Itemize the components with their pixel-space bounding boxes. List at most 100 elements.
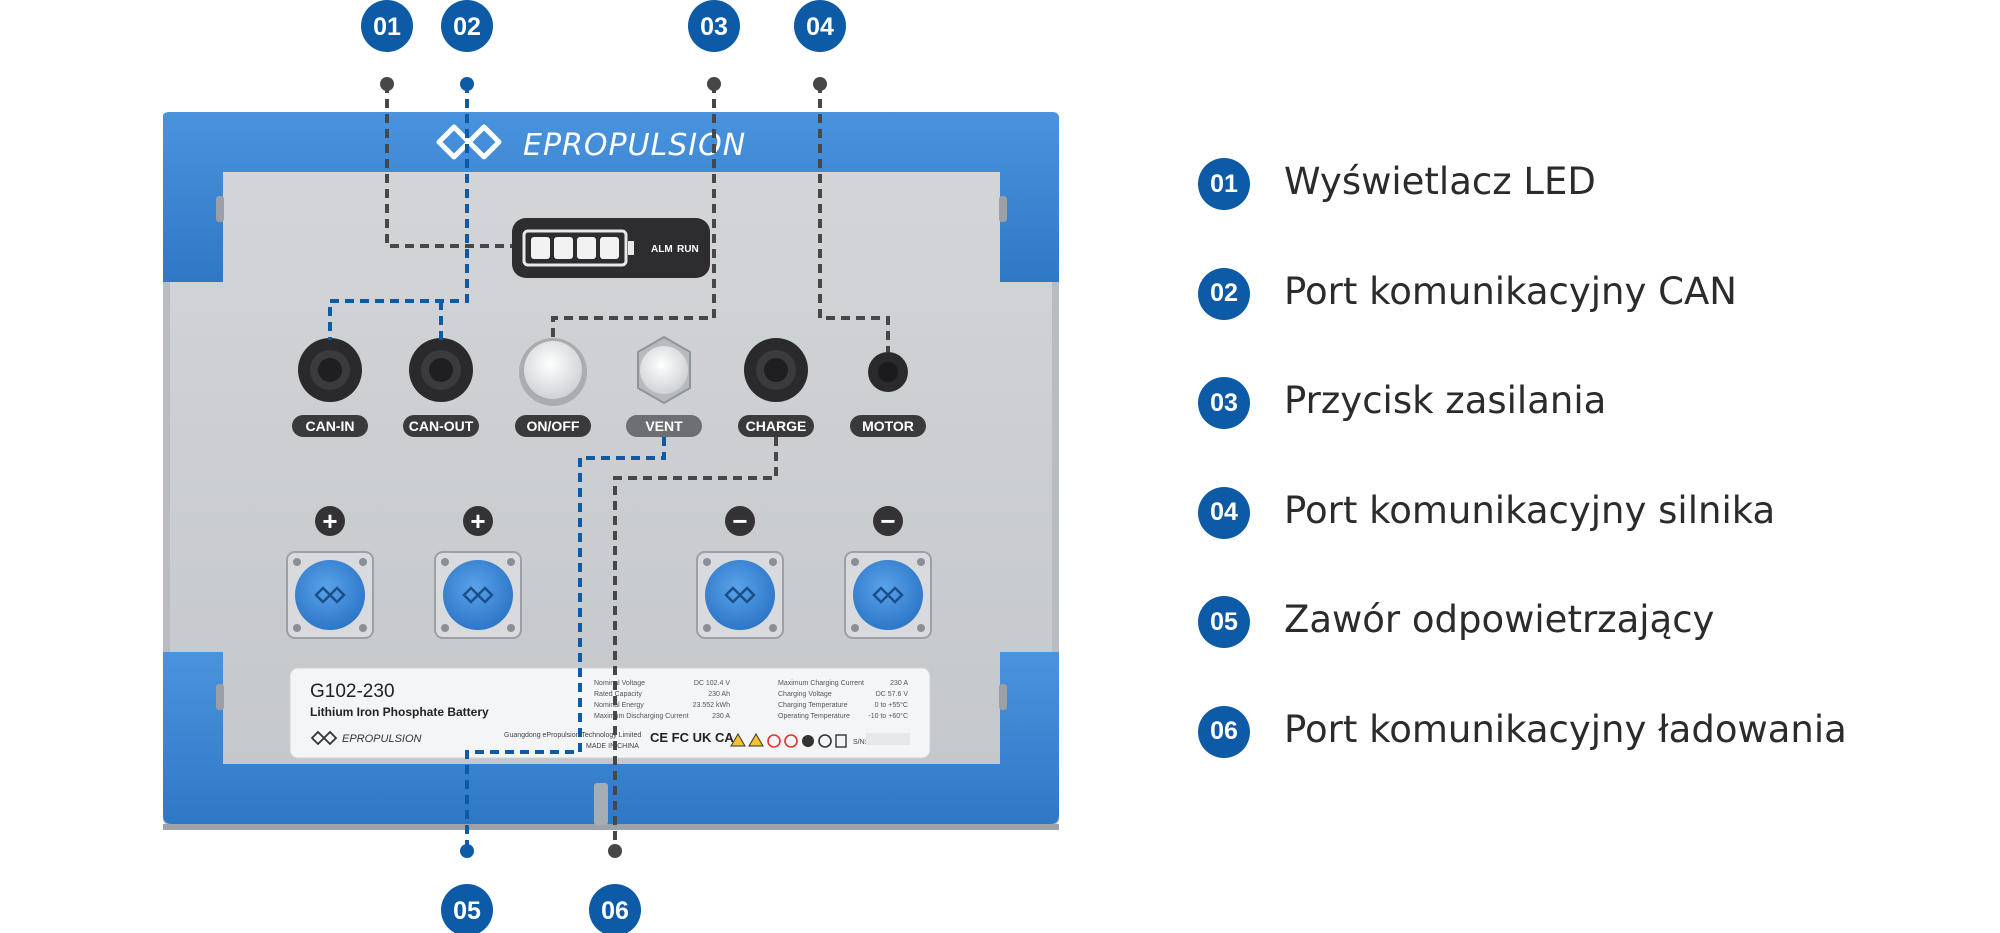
nameplate-made-in: MADE IN CHINA	[586, 743, 639, 750]
led-segment-1	[531, 237, 550, 259]
legend-number: 06	[1198, 705, 1250, 758]
terminal-sign: +	[470, 506, 485, 536]
port-label-on-off: ON/OFF	[527, 418, 580, 434]
serial-label: S/N:	[853, 739, 867, 746]
spec-name: Nominal Energy	[594, 702, 644, 709]
legend-number: 03	[1198, 377, 1250, 429]
top-frame	[163, 112, 1059, 282]
bin-icon	[835, 734, 847, 748]
recycle-icon	[818, 734, 832, 748]
spec-value: 23.552 kWh	[693, 702, 730, 709]
logo-mark-icon	[436, 124, 502, 160]
spec-value: DC 102.4 V	[694, 680, 731, 687]
bottom-frame	[163, 652, 1059, 824]
battery-body	[163, 112, 1059, 830]
badge-number: 05	[453, 897, 481, 925]
terminal-logo-icon	[314, 586, 346, 604]
spec-name: Charging Temperature	[778, 702, 848, 709]
nameplate-logo-icon	[310, 730, 338, 746]
leader-02	[328, 84, 469, 340]
led-alm-label: ALM	[651, 244, 673, 255]
legend-item-01: 01 Wyświetlacz LED	[1198, 146, 1978, 218]
spec-value: DC 57.6 V	[876, 691, 909, 698]
port-label-can-in: CAN-IN	[306, 418, 355, 434]
port-label-can-out: CAN-OUT	[409, 418, 474, 434]
legend-label: Zawór odpowietrzający	[1284, 598, 1715, 641]
led-segment-2	[554, 237, 573, 259]
terminal-plus-2: +	[434, 506, 522, 639]
nameplate: G102-230 Lithium Iron Phosphate Battery …	[289, 667, 931, 759]
badge-03: 03	[688, 0, 740, 52]
badge-number: 06	[601, 897, 629, 925]
badge-05: 05	[441, 884, 493, 933]
terminal-plus-1: +	[286, 506, 374, 639]
legend-number: 01	[1198, 158, 1250, 210]
nameplate-brand: EPROPULSION	[342, 733, 422, 745]
leader-06	[613, 437, 778, 851]
terminals: + + − −	[286, 506, 932, 639]
spec-value: 230 Ah	[708, 691, 730, 698]
manual-icon	[802, 735, 814, 747]
leader-lines	[328, 84, 890, 851]
serial-field	[866, 733, 910, 745]
legend-label: Przycisk zasilania	[1284, 379, 1607, 422]
spec-name: Maximum Discharging Current	[594, 713, 689, 720]
side-bolts	[216, 196, 1007, 710]
terminal-sign: +	[322, 506, 337, 536]
power-button: ON/OFF	[515, 338, 591, 437]
terminal-logo-icon	[462, 586, 494, 604]
brand-logo: EPROPULSION	[436, 124, 746, 163]
port-charge: CHARGE	[738, 338, 814, 437]
spec-value: 230 A	[890, 680, 908, 687]
port-label-motor: MOTOR	[862, 418, 914, 434]
legend-number: 05	[1198, 596, 1250, 648]
prohibited-icon	[767, 734, 781, 748]
spec-value: 0 to +55°C	[875, 701, 908, 709]
legend-item-02: 02 Port komunikacyjny CAN	[1198, 256, 1978, 328]
legend-item-03: 03 Przycisk zasilania	[1198, 365, 1978, 437]
warning-icon	[748, 733, 764, 747]
legend: 01 Wyświetlacz LED 02 Port komunikacyjny…	[1198, 146, 1978, 803]
badge-number: 04	[806, 13, 834, 41]
legend-item-04: 04 Port komunikacyjny silnika	[1198, 475, 1978, 547]
port-motor: MOTOR	[850, 352, 926, 437]
badge-04: 04	[794, 0, 846, 52]
port-can-out: CAN-OUT	[403, 338, 479, 437]
nameplate-type: Lithium Iron Phosphate Battery	[310, 705, 489, 719]
led-run-label: RUN	[677, 244, 699, 255]
legend-item-06: 06 Port komunikacyjny ładowania	[1198, 694, 1978, 766]
bottom-stub	[594, 783, 608, 825]
vent-valve: VENT	[626, 335, 702, 437]
terminal-sign: −	[880, 506, 895, 536]
legend-label: Port komunikacyjny CAN	[1284, 269, 1737, 313]
leader-04	[818, 84, 890, 352]
terminal-minus-2: −	[844, 506, 932, 639]
terminal-logo-icon	[872, 586, 904, 604]
certification-marks: CE FC UK CA	[650, 730, 734, 745]
terminal-minus-1: −	[696, 506, 784, 639]
port-label-vent: VENT	[645, 418, 683, 434]
brand-name: EPROPULSION	[523, 128, 746, 163]
leader-01	[385, 84, 512, 248]
led-display: ALM RUN	[512, 218, 710, 278]
legend-label: Port komunikacyjny ładowania	[1284, 707, 1847, 751]
leader-05	[465, 437, 666, 851]
legend-number: 04	[1198, 486, 1250, 539]
legend-label: Wyświetlacz LED	[1284, 160, 1596, 203]
leader-dots	[380, 77, 827, 858]
badge-02: 02	[441, 0, 493, 52]
warning-icon	[730, 733, 746, 747]
nameplate-model: G102-230	[310, 681, 395, 702]
led-segment-4	[600, 237, 619, 259]
spec-value: 230 A	[712, 713, 730, 720]
leader-03	[551, 84, 716, 338]
badge-number: 03	[700, 13, 728, 41]
callout-badges: 01 02 03 04 05 06	[361, 0, 846, 933]
port-label-charge: CHARGE	[746, 418, 807, 434]
spec-name: Nominal Voltage	[594, 680, 645, 687]
spec-name: Charging Voltage	[778, 691, 832, 698]
badge-number: 01	[373, 13, 401, 41]
ports-row: CAN-IN CAN-OUT ON/OFF VENT	[292, 335, 926, 437]
spec-name: Rated Capacity	[594, 691, 642, 698]
terminal-logo-icon	[724, 586, 756, 604]
